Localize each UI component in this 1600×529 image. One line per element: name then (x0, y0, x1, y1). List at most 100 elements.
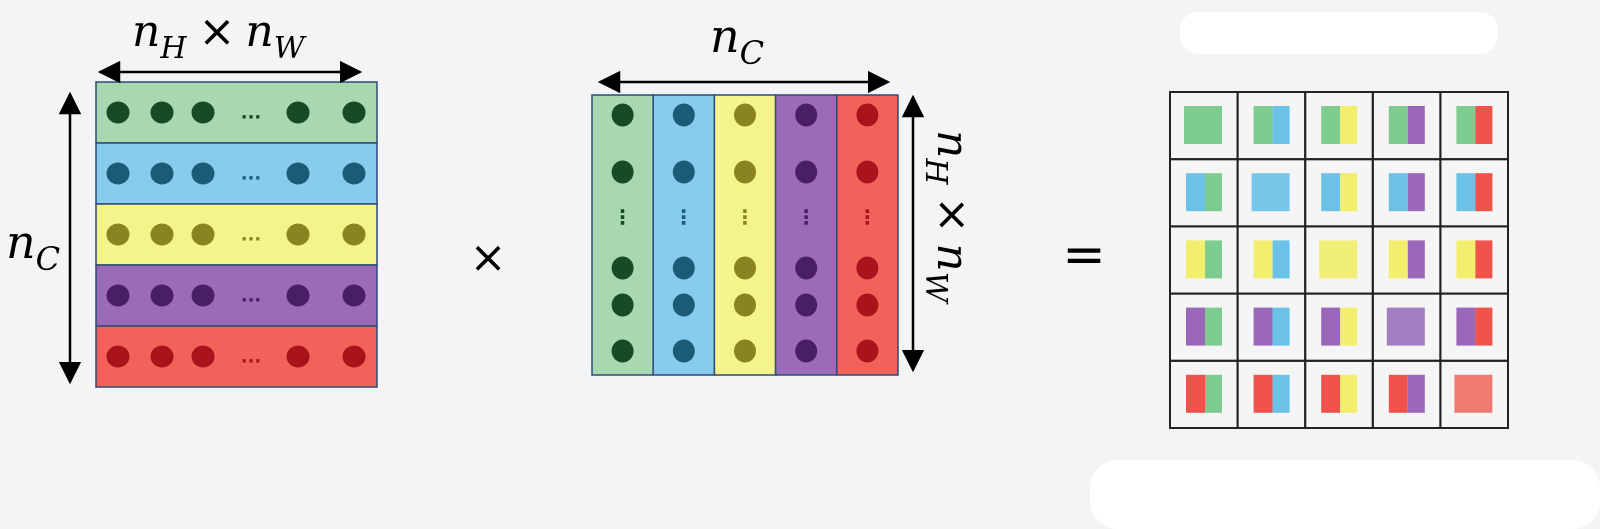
column-swatch (1272, 374, 1290, 413)
row-band (95, 264, 378, 327)
column-swatch (1205, 374, 1222, 413)
feature-dot (795, 160, 818, 184)
result-cell (1371, 359, 1442, 429)
feature-dot (106, 162, 130, 185)
right-matrix-columns: ⋮ ⋮ ⋮ ⋮ ⋮ (591, 94, 899, 376)
equals-operator: = (1062, 225, 1106, 285)
row-ellipsis: ... (241, 225, 262, 246)
column-ellipsis: ⋮ (674, 205, 694, 229)
row-swatch (1253, 240, 1273, 279)
left-top-dimension-label: nH×nW (132, 6, 307, 66)
right-matrix-column: ⋮ (652, 94, 716, 376)
column-swatch (1407, 374, 1425, 413)
row-ellipsis: ... (241, 286, 262, 307)
feature-dot (856, 339, 879, 363)
redaction-top (1180, 12, 1498, 54)
column-swatch (1272, 307, 1290, 346)
result-cell (1304, 91, 1374, 161)
left-matrix-row: ... (95, 325, 378, 388)
feature-dot (342, 284, 366, 307)
feature-dot (191, 345, 215, 368)
feature-dot (734, 256, 756, 280)
left-matrix-row: ... (95, 142, 378, 205)
result-cell (1439, 158, 1510, 228)
feature-dot (106, 345, 130, 368)
row-swatch (1321, 374, 1341, 413)
row-band (95, 142, 378, 205)
column-swatch (1340, 106, 1358, 144)
column-swatch (1340, 173, 1358, 212)
left-matrix: ............... nH×nW nC (6, 6, 378, 388)
feature-dot (734, 293, 756, 317)
feature-dot (672, 293, 695, 317)
feature-dot (191, 162, 215, 185)
column-band (836, 94, 899, 376)
column-swatch (1407, 240, 1425, 279)
column-ellipsis: ⋮ (735, 205, 755, 229)
result-cell (1169, 359, 1239, 429)
feature-dot (342, 162, 366, 185)
column-swatch (1475, 106, 1493, 144)
row-swatch (1388, 374, 1408, 413)
feature-dot (150, 345, 174, 368)
column-swatch (1407, 106, 1425, 144)
right-matrix-column: ⋮ (713, 94, 777, 376)
column-swatch (1475, 240, 1493, 279)
feature-dot (672, 103, 695, 127)
feature-dot (286, 345, 310, 368)
feature-dot (672, 339, 695, 363)
feature-dot (856, 256, 879, 280)
redaction-bottom (1090, 460, 1600, 529)
result-gram-matrix (1169, 91, 1510, 429)
feature-dot (734, 103, 756, 127)
column-swatch (1272, 240, 1290, 279)
row-swatch (1456, 106, 1476, 144)
row-swatch (1253, 106, 1273, 144)
result-cell (1439, 359, 1510, 429)
row-swatch (1456, 173, 1476, 212)
row-swatch (1186, 240, 1205, 279)
result-cell (1439, 91, 1510, 161)
column-swatch (1205, 173, 1222, 212)
feature-dot (286, 223, 310, 246)
feature-dot (611, 160, 634, 184)
right-matrix-column: ⋮ (591, 94, 654, 376)
left-matrix-rows: ............... (95, 81, 378, 388)
column-swatch (1205, 307, 1222, 346)
row-swatch (1186, 374, 1205, 413)
feature-dot (150, 284, 174, 307)
right-matrix: ⋮⋮⋮⋮⋮ nC nH×nW (591, 9, 978, 376)
row-swatch (1456, 240, 1476, 279)
feature-dot (150, 223, 174, 246)
column-ellipsis: ⋮ (857, 205, 877, 229)
feature-dot (286, 162, 310, 185)
feature-dot (856, 293, 879, 317)
feature-dot (856, 160, 879, 184)
row-swatch (1321, 307, 1341, 346)
result-cell (1371, 225, 1442, 295)
row-swatch (1388, 173, 1408, 212)
row-swatch (1186, 307, 1205, 346)
feature-dot (286, 101, 310, 124)
row-swatch (1253, 374, 1273, 413)
feature-dot (611, 103, 634, 127)
right-side-dimension-label: nH×nW (918, 130, 978, 305)
feature-dot (191, 101, 215, 124)
row-band (95, 325, 378, 388)
column-ellipsis: ⋮ (796, 205, 816, 229)
row-ellipsis: ... (241, 164, 262, 185)
column-swatch (1205, 240, 1222, 279)
diagonal-swatch (1184, 106, 1222, 144)
right-matrix-column: ⋮ (836, 94, 899, 376)
feature-dot (734, 339, 756, 363)
feature-dot (150, 101, 174, 124)
diagonal-swatch (1251, 173, 1290, 212)
column-swatch (1340, 374, 1358, 413)
diagonal-swatch (1454, 374, 1493, 413)
feature-dot (856, 103, 879, 127)
row-swatch (1388, 106, 1408, 144)
feature-dot (795, 256, 818, 280)
column-band (652, 94, 716, 376)
result-cell (1304, 359, 1374, 429)
diagonal-swatch (1386, 307, 1425, 346)
